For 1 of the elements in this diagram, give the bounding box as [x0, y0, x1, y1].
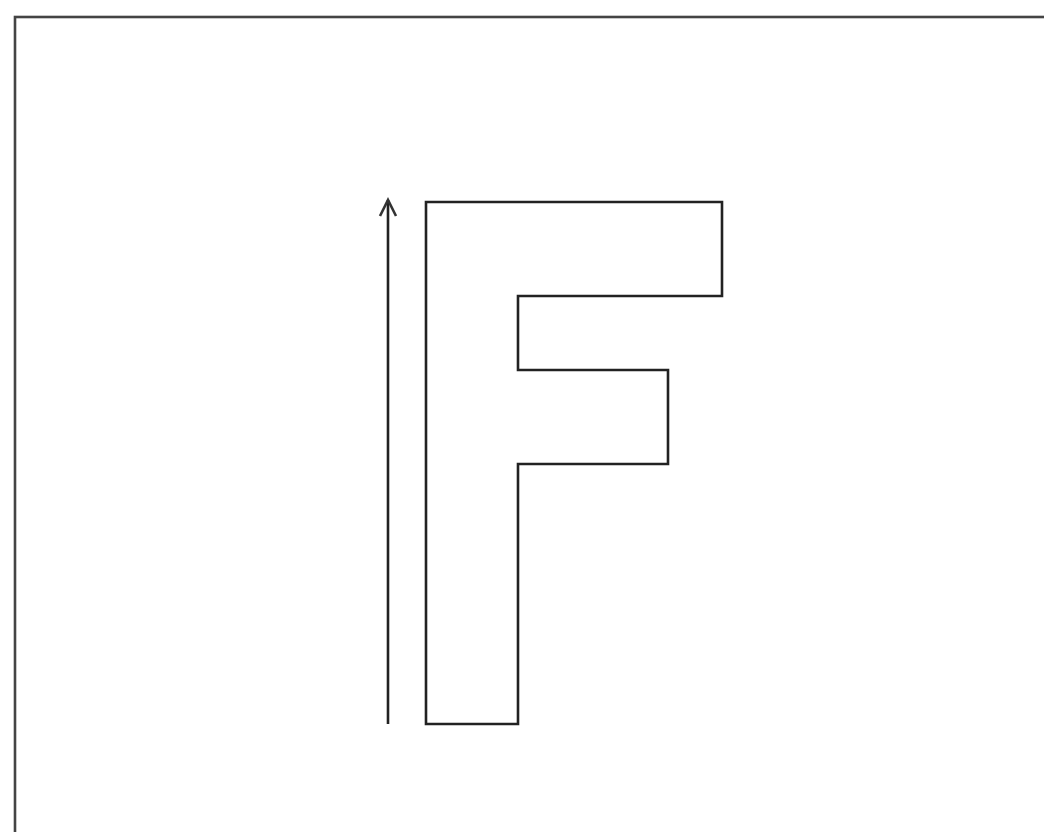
letter-f-outline: [424, 200, 724, 726]
